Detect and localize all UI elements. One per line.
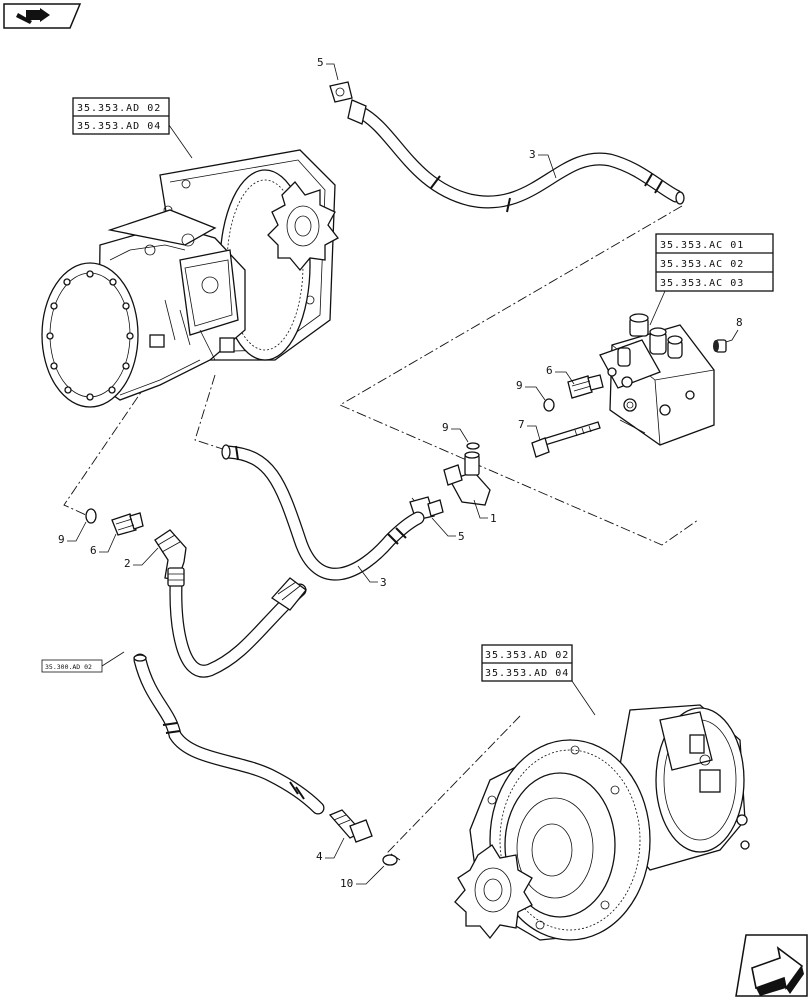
callout-5-top: 5 — [317, 56, 324, 69]
callout-9-right: 9 — [516, 379, 523, 392]
drive-motor-bottom — [454, 704, 750, 941]
callout-6-right: 6 — [546, 364, 553, 377]
callout-10: 10 — [340, 877, 353, 890]
sprocket-bottom — [454, 844, 533, 940]
fitting-item-6-left — [111, 512, 144, 536]
bolt-item-7 — [531, 421, 601, 458]
ref-motor-top-1: 35.353.AD 02 — [77, 103, 161, 114]
drive-motor-top — [41, 149, 339, 408]
callout-7: 7 — [518, 418, 525, 431]
callout-2: 2 — [124, 557, 131, 570]
hose-item-2 — [154, 529, 307, 678]
next-page-arrow-icon — [751, 946, 804, 996]
ref-tank: 35.300.AD 02 — [45, 663, 92, 671]
callout-8: 8 — [736, 316, 743, 329]
hose-mid — [221, 444, 425, 581]
sprocket-top — [267, 181, 339, 272]
callout-9-left: 9 — [58, 533, 65, 546]
control-valve-block — [599, 313, 715, 446]
callouts: 5 3 8 6 9 7 9 1 5 3 9 6 2 4 10 — [58, 56, 743, 890]
oring-item-9-right — [543, 398, 555, 412]
oring-item-10 — [382, 854, 398, 866]
callout-3-mid: 3 — [380, 576, 387, 589]
hose-tank — [133, 653, 325, 815]
callout-3-top: 3 — [529, 148, 536, 161]
callout-9-mid: 9 — [442, 421, 449, 434]
reference-box-valve[interactable]: 35.353.AC 01 35.353.AC 02 35.353.AC 03 — [649, 233, 774, 326]
oring-item-9-left — [85, 508, 97, 524]
oring-item-9-mid — [466, 442, 480, 450]
book-arrow-icon — [16, 8, 50, 24]
ref-valve-3: 35.353.AC 03 — [660, 278, 744, 289]
ref-motor-bottom-2: 35.353.AD 04 — [485, 668, 569, 679]
adapter-item-4 — [328, 809, 373, 843]
callout-1: 1 — [490, 512, 497, 525]
elbow-item-1 — [443, 451, 491, 506]
reference-box-motor-top[interactable]: 35.353.AD 02 35.353.AD 04 — [72, 97, 193, 159]
callout-6-left: 6 — [90, 544, 97, 557]
ref-valve-2: 35.353.AC 02 — [660, 259, 744, 270]
hose-top — [329, 81, 685, 213]
callout-4: 4 — [316, 850, 323, 863]
ref-motor-bottom-1: 35.353.AD 02 — [485, 650, 569, 661]
fitting-item-6-right — [567, 374, 604, 399]
reference-box-tank[interactable]: 35.300.AD 02 — [41, 651, 125, 673]
reference-box-motor-bottom[interactable]: 35.353.AD 02 35.353.AD 04 — [481, 644, 596, 716]
callout-5-mid: 5 — [458, 530, 465, 543]
plug-item-8 — [713, 339, 727, 353]
ref-motor-top-2: 35.353.AD 04 — [77, 121, 161, 132]
cover-bolts-top — [46, 270, 134, 401]
catalog-home-button[interactable] — [3, 3, 82, 29]
next-page-button[interactable] — [735, 934, 808, 997]
ref-valve-1: 35.353.AC 01 — [660, 240, 744, 251]
